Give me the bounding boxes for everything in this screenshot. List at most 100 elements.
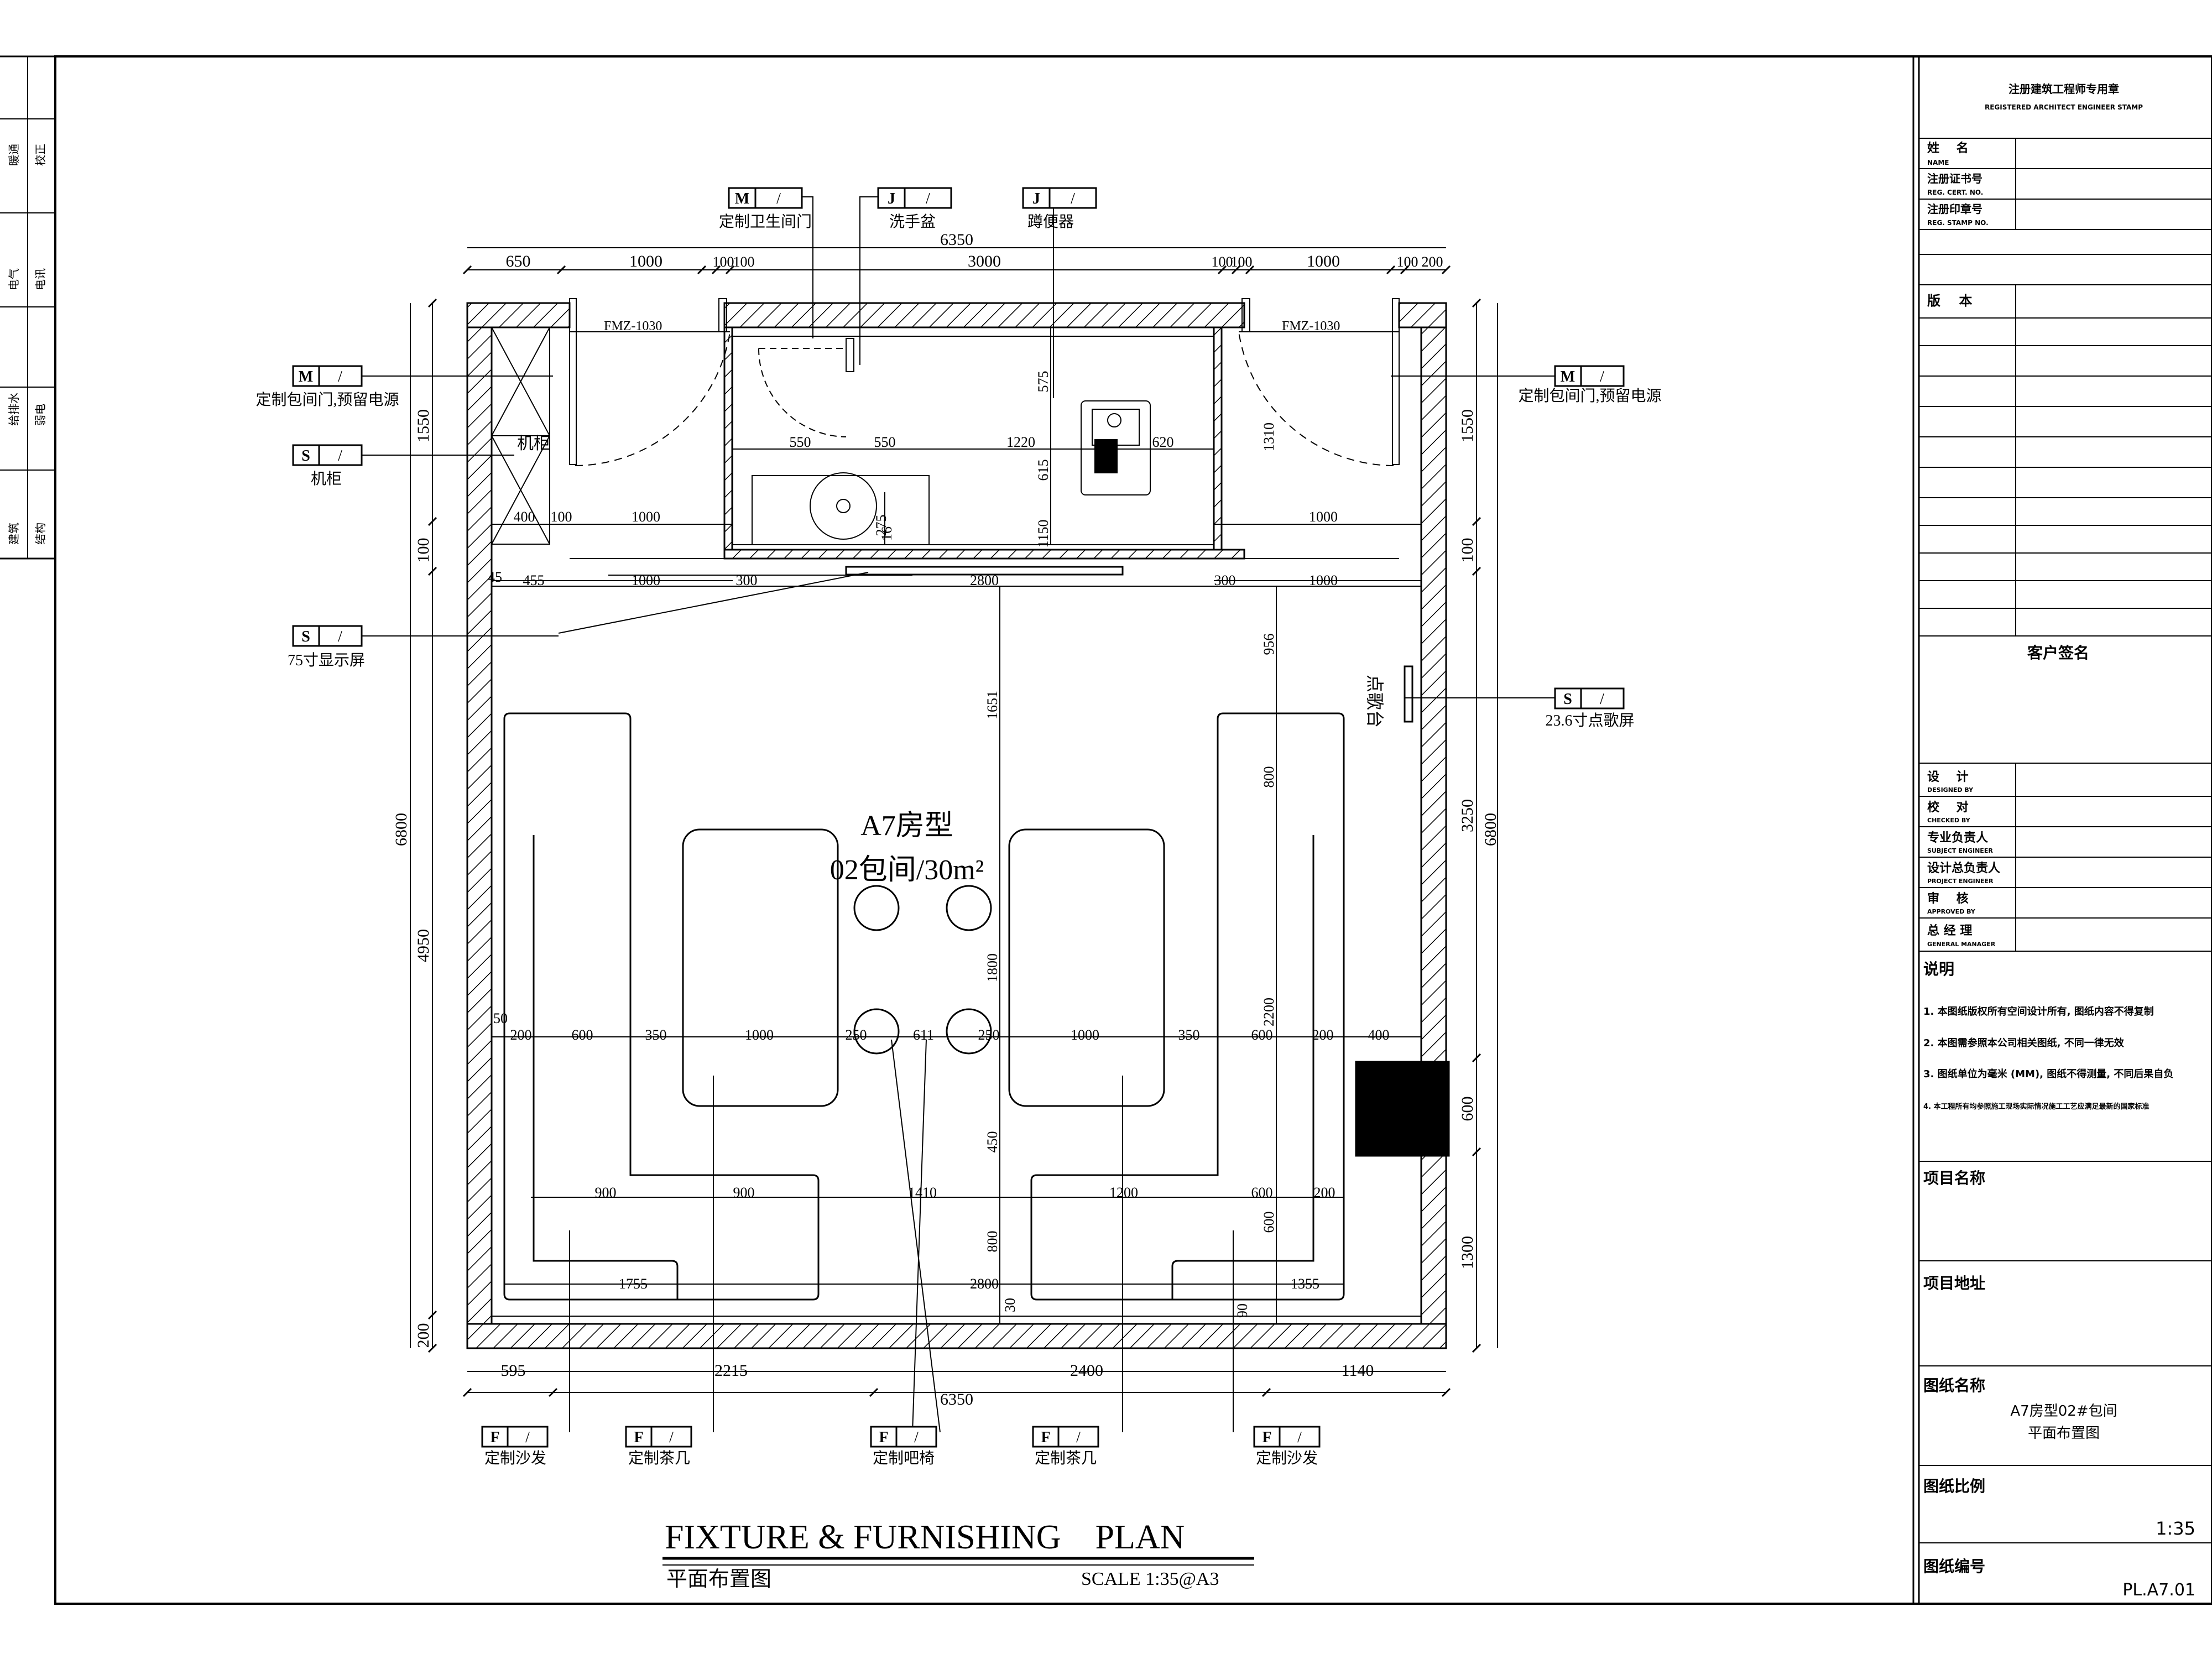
dim-segment: 200 xyxy=(1422,254,1443,270)
dim-segment: 1550 xyxy=(414,409,432,442)
tag-letter: F xyxy=(1041,1429,1050,1446)
dim-text: 2200 xyxy=(1261,998,1277,1026)
tea-table-right xyxy=(1008,828,1165,1107)
stamp-title-cn: 注册建筑工程师专用章 xyxy=(2008,82,2119,96)
dim-text: 1410 xyxy=(908,1185,937,1201)
bar-stool xyxy=(946,885,992,931)
reference-tag: M / 定制包间门,预留电源 xyxy=(255,365,399,409)
drawing-scale-value: 1:35 xyxy=(2156,1518,2195,1539)
strip-label: 结构 xyxy=(34,523,47,545)
discipline-strip: 暖通 校正 电气 电讯 给排水 弱电 建筑 结构 xyxy=(8,144,47,545)
sign-label-en: DESIGNED BY xyxy=(1927,786,1974,794)
sign-label-en: APPROVED BY xyxy=(1927,908,1976,915)
door-code-right: FMZ-1030 xyxy=(1282,319,1340,333)
strip-label: 给排水 xyxy=(8,393,20,426)
dim-segment: 2215 xyxy=(714,1361,748,1380)
dim-text: 550 xyxy=(790,434,811,450)
dim-text: 2800 xyxy=(970,1276,999,1292)
dim-segment: 3250 xyxy=(1458,799,1477,832)
tag-letter: F xyxy=(1262,1429,1271,1446)
dim-segment: 100 xyxy=(1458,538,1477,563)
dim-text: 600 xyxy=(572,1027,593,1043)
cabinet xyxy=(491,327,550,545)
dim-text: 200 xyxy=(1314,1185,1335,1201)
tag-label: 定制茶几 xyxy=(628,1449,690,1467)
wall-left xyxy=(466,326,493,1325)
sign-rows: 设 计 DESIGNED BY 校 对 CHECKED BY 专业负责人 SUB… xyxy=(1927,770,2000,948)
client-signature-label: 客户签名 xyxy=(2027,644,2089,662)
reference-tag: M / 定制卫生间门 xyxy=(719,187,812,231)
sign-label-en: SUBJECT ENGINEER xyxy=(1927,847,1993,854)
song-booth-label: 点歌台 xyxy=(1365,675,1385,728)
tag-letter: S xyxy=(301,628,310,645)
sign-label: 专业负责人 xyxy=(1927,831,1988,845)
dimension-lines xyxy=(410,247,1498,1393)
wc-door xyxy=(758,338,854,437)
dim-text: 1000 xyxy=(1309,509,1338,525)
dim-text: 1220 xyxy=(1006,434,1035,450)
dim-segment: 100 xyxy=(1212,254,1233,270)
reference-tag: F / 定制沙发 xyxy=(1253,1426,1321,1467)
dim-text: 550 xyxy=(874,434,896,450)
tag-label: 定制卫生间门 xyxy=(719,213,812,231)
tag-label: 75寸显示屏 xyxy=(288,651,365,669)
door-left xyxy=(569,298,731,466)
reference-tag: J / 洗手盆 xyxy=(877,187,952,231)
dim-text: 250 xyxy=(846,1027,867,1043)
wall-top-right xyxy=(1398,302,1447,328)
dim-text: 600 xyxy=(1251,1027,1273,1043)
cabinet-label: 机柜 xyxy=(517,435,550,453)
tag-letter: M xyxy=(1561,368,1575,385)
dim-text: 1310 xyxy=(1261,422,1277,451)
dim-total: 6800 xyxy=(1481,813,1500,846)
sign-label: 总 经 理 xyxy=(1927,924,1972,938)
dim-text: 455 xyxy=(523,572,545,588)
note-4: 4. 本工程所有均参照施工现场实际情况施工工艺应满足最新的国家标准 xyxy=(1923,1102,2150,1111)
dim-text: 400 xyxy=(1368,1027,1390,1043)
tag-letter: J xyxy=(888,190,895,207)
wall-right xyxy=(1420,326,1447,1325)
title-scale: SCALE 1:35@A3 xyxy=(1081,1569,1219,1589)
right-dimensions: 6800 1550 100 3250 600 1300 xyxy=(1458,409,1500,1269)
dim-text: 2800 xyxy=(970,572,999,588)
notes-title: 说明 xyxy=(1923,960,1954,978)
sign-label: 校 对 xyxy=(1927,800,1969,815)
interior-dimensions: 400 100 1000 45 455 1000 300 2800 300 10… xyxy=(488,371,1390,1318)
tag-label: 23.6寸点歌屏 xyxy=(1545,712,1634,729)
dim-text: 1800 xyxy=(984,953,1000,982)
tag-letter: S xyxy=(1563,691,1572,708)
name-label: 姓 名 xyxy=(1927,141,1969,155)
drawing-number-value: PL.A7.01 xyxy=(2122,1580,2195,1600)
drawing-scale-label: 图纸比例 xyxy=(1923,1477,1985,1495)
left-dimensions: 6800 1550 100 4950 200 xyxy=(392,409,432,1348)
note-1: 1. 本图纸版权所有空间设计所有, 图纸内容不得复制 xyxy=(1923,1005,2154,1018)
door-right xyxy=(1238,298,1400,466)
cert-label: 注册证书号 xyxy=(1927,172,1983,185)
dim-text: 16 xyxy=(879,526,895,541)
title-main: FIXTURE & FURNISHING PLAN xyxy=(665,1519,1185,1556)
tag-num: / xyxy=(1071,190,1075,207)
reference-tag: S / 23.6寸点歌屏 xyxy=(1545,687,1635,729)
dim-text: 1200 xyxy=(1109,1185,1138,1201)
dim-total: 6350 xyxy=(940,1390,973,1408)
tag-num: / xyxy=(914,1429,919,1446)
tag-num: / xyxy=(926,190,930,207)
sign-label-en: GENERAL MANAGER xyxy=(1927,941,1996,948)
tag-letter: F xyxy=(879,1429,888,1446)
dim-text: 1000 xyxy=(1071,1027,1099,1043)
dim-segment: 100 xyxy=(1397,254,1418,270)
tag-num: / xyxy=(1600,368,1604,385)
dim-ticks xyxy=(427,265,1481,1397)
tag-label: 定制茶几 xyxy=(1035,1449,1097,1467)
reference-tag: F / 定制茶几 xyxy=(1032,1426,1099,1467)
dim-text: 1000 xyxy=(745,1027,774,1043)
dim-text: 800 xyxy=(984,1231,1000,1253)
reference-tag: J / 蹲便器 xyxy=(1022,187,1097,231)
song-screen xyxy=(1404,665,1413,723)
tag-group-left: M / 定制包间门,预留电源 S / 机柜 S / 75寸显示屏 xyxy=(255,365,399,669)
tag-letter: M xyxy=(735,190,749,207)
dim-text: 575 xyxy=(1035,371,1051,393)
version-label: 版 本 xyxy=(1927,293,1972,309)
top-dimensions: 6350 650 1000 100 100 3000 100 100 1000 … xyxy=(506,231,1443,270)
